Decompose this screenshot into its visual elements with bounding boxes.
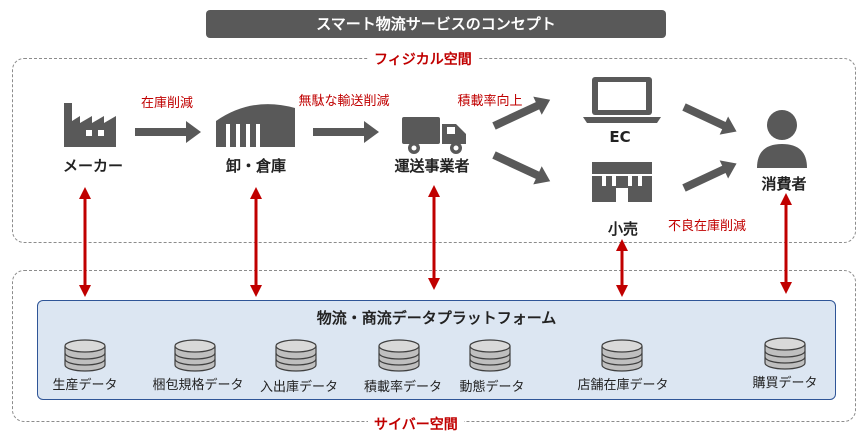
flow-label-inventory-reduction: 在庫削減 bbox=[140, 96, 194, 111]
platform-title: 物流・商流データプラットフォーム bbox=[316, 309, 557, 327]
laptop-icon bbox=[583, 77, 661, 123]
flow-label-defect-reduction: 不良在庫削減 bbox=[667, 219, 747, 234]
node-maker: メーカー bbox=[62, 157, 124, 175]
node-ec: EC bbox=[609, 128, 631, 146]
node-transport: 運送事業者 bbox=[394, 157, 470, 175]
title-banner: スマート物流サービスのコンセプト bbox=[206, 10, 666, 38]
database-icon bbox=[64, 339, 106, 372]
flow-label-load-factor: 積載率向上 bbox=[457, 94, 523, 109]
store-icon bbox=[592, 162, 652, 202]
warehouse-icon bbox=[216, 104, 295, 147]
physical-space-label: フィジカル空間 bbox=[368, 49, 478, 69]
cyber-space-label: サイバー空間 bbox=[368, 414, 464, 434]
person-icon bbox=[757, 110, 807, 168]
arrow-retail-to-consumer bbox=[682, 160, 737, 192]
database-icon bbox=[469, 339, 511, 372]
data-link-arrows bbox=[79, 185, 792, 297]
data-platform: 物流・商流データプラットフォーム bbox=[37, 300, 836, 400]
database-icon bbox=[601, 339, 643, 372]
database-label: 店舗在庫データ bbox=[577, 378, 669, 393]
arrow-transport-to-ec bbox=[492, 96, 551, 130]
arrow-wholesale-to-transport bbox=[313, 121, 379, 143]
database-label: 購買データ bbox=[752, 376, 818, 391]
node-consumer: 消費者 bbox=[761, 175, 807, 193]
database-icon bbox=[174, 339, 216, 372]
factory-icon bbox=[64, 103, 116, 147]
arrow-ec-to-consumer bbox=[682, 103, 737, 135]
flow-label-waste-reduction: 無駄な輸送削減 bbox=[298, 94, 390, 109]
database-icon bbox=[378, 339, 420, 372]
database-label: 梱包規格データ bbox=[152, 378, 244, 393]
database-label: 入出庫データ bbox=[259, 380, 339, 395]
node-wholesale: 卸・倉庫 bbox=[225, 157, 287, 175]
truck-icon bbox=[402, 117, 466, 154]
database-icons bbox=[64, 337, 806, 372]
arrow-transport-to-retail bbox=[492, 151, 551, 185]
node-retail: 小売 bbox=[607, 220, 639, 238]
database-label: 動態データ bbox=[459, 380, 525, 395]
database-label: 積載率データ bbox=[363, 380, 443, 395]
database-icon bbox=[275, 339, 317, 372]
arrow-maker-to-wholesale bbox=[135, 121, 201, 143]
database-icon bbox=[764, 337, 806, 370]
flow-arrows bbox=[135, 96, 737, 192]
database-label: 生産データ bbox=[52, 378, 118, 393]
